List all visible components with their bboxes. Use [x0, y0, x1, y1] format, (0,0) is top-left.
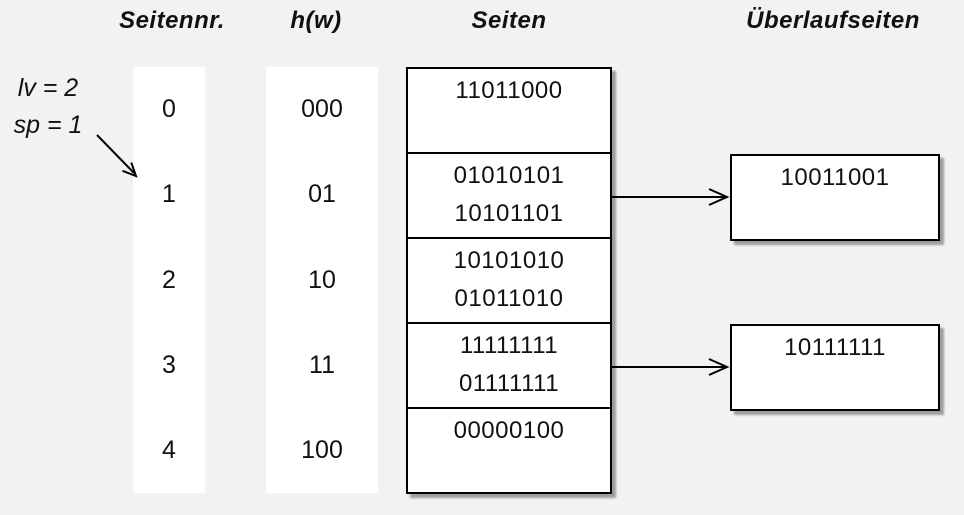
hash-value-column: 000 01 10 11 100	[266, 67, 378, 493]
page-number: 4	[162, 435, 176, 464]
page-entry: 01011010	[454, 285, 564, 312]
page-entry: 11011000	[455, 77, 563, 104]
state-annotation: lv = 2 sp = 1	[4, 70, 92, 144]
level-value: lv = 2	[17, 74, 79, 102]
page-number-column: 0 1 2 3 4	[133, 67, 205, 493]
header-seiten: Seiten	[471, 7, 547, 34]
split-pointer-arrow-icon	[96, 134, 138, 178]
hash-value: 01	[308, 180, 336, 209]
page-cell-4: 00000100	[408, 409, 610, 492]
overflow-arrow-icon-1	[612, 188, 730, 206]
pages-table: 11011000 01010101 10101101 10101010 0101…	[406, 67, 612, 494]
overflow-arrow-icon-2	[612, 358, 730, 376]
split-pointer-value: sp = 1	[13, 111, 83, 139]
header-ueberlaufseiten: Überlaufseiten	[746, 7, 920, 34]
page-cell-2: 10101010 01011010	[408, 239, 610, 324]
page-cell-3: 11111111 01111111	[408, 324, 610, 409]
page-entry: 10101010	[453, 247, 565, 274]
page-number: 1	[162, 180, 176, 209]
hash-value: 100	[301, 435, 343, 464]
overflow-page-box-2: 10111111	[730, 324, 940, 411]
overflow-entry: 10011001	[780, 164, 890, 191]
page-entry: 10101101	[454, 200, 564, 227]
overflow-entry: 10111111	[784, 334, 886, 361]
page-number: 3	[162, 350, 176, 379]
header-seitennr: Seitennr.	[119, 7, 225, 34]
page-entry: 11111111	[459, 332, 559, 359]
page-cell-0: 11011000	[408, 69, 610, 154]
page-entry: 01010101	[453, 162, 565, 189]
overflow-page-box-1: 10011001	[730, 154, 940, 241]
hash-value: 000	[301, 95, 343, 124]
page-number: 0	[162, 95, 176, 124]
page-cell-1: 01010101 10101101	[408, 154, 610, 239]
header-hash-function: h(w)	[290, 7, 342, 34]
hash-value: 11	[309, 350, 335, 379]
page-number: 2	[162, 265, 176, 294]
page-entry: 00000100	[453, 417, 565, 444]
page-entry: 01111111	[458, 370, 560, 397]
hash-value: 10	[308, 265, 336, 294]
